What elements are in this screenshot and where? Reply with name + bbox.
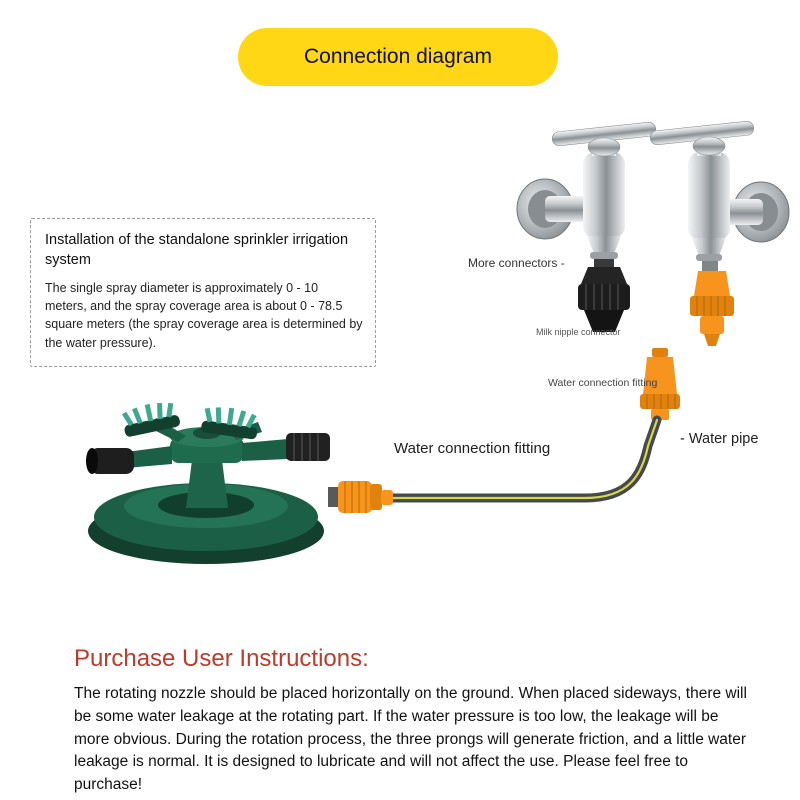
label-water-connection-fitting-main: Water connection fitting [394,440,551,457]
nozzle-cluster-left [121,402,180,437]
sprinkler-image [86,402,393,564]
banner-title: Connection diagram [304,45,492,68]
faucet-left [516,121,657,259]
milk-nipple-connector-image [578,259,630,332]
purchase-instructions-title: Purchase User Instructions: [74,645,369,672]
label-milk-nipple-connector: Milk nipple connector [536,327,621,337]
info-box-body: The single spray diameter is approximate… [45,281,363,350]
purchase-instructions-section: Purchase User Instructions: The rotating… [74,645,750,797]
connection-diagram-banner: Connection diagram [238,28,558,86]
water-connection-fitting-image-main [328,481,393,513]
double-faucet-image [516,120,790,261]
label-water-connection-fitting-top: Water connection fitting [548,377,658,389]
label-water-pipe: - Water pipe [680,431,759,447]
tap-quick-connector-image [690,261,734,346]
label-more-connectors: More connectors - [468,256,565,270]
nozzle-cluster-right [201,407,258,440]
info-box-title: Installation of the standalone sprinkler… [45,232,349,268]
installation-info-box: Installation of the standalone sprinkler… [30,218,376,367]
purchase-instructions-body: The rotating nozzle should be placed hor… [74,685,747,794]
water-pipe-image [387,415,662,503]
faucet-right [649,120,790,261]
